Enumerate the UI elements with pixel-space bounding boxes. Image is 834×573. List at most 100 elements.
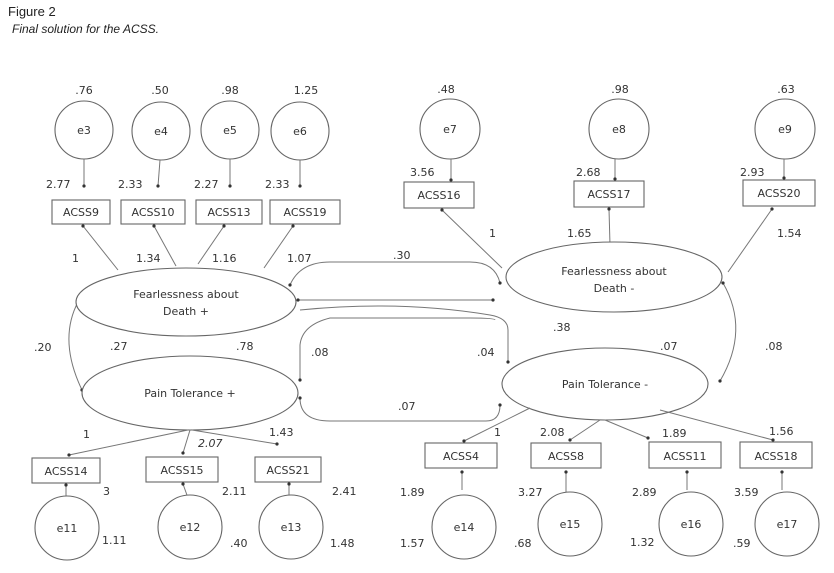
svg-text:Pain Tolerance -: Pain Tolerance - — [562, 378, 648, 391]
svg-text:e16: e16 — [681, 518, 702, 531]
loading-acss21: 1.43 — [269, 426, 294, 439]
indicator-acss13: ACSS13 — [195, 199, 263, 225]
svg-text:Death +: Death + — [163, 305, 209, 318]
indicator-acss19: ACSS19 — [269, 199, 341, 225]
svg-text:e7: e7 — [443, 123, 457, 136]
intercept-acss17: 2.68 — [576, 166, 601, 179]
intercept-acss9: 2.77 — [46, 178, 71, 191]
svg-text:e5: e5 — [223, 124, 237, 137]
cov-ptpos-fadneg: .08 — [311, 346, 329, 359]
intercept-acss10: 2.33 — [118, 178, 143, 191]
svg-text:ACSS16: ACSS16 — [418, 189, 461, 202]
intercept-acss21: 2.41 — [332, 485, 357, 498]
svg-text:e14: e14 — [454, 521, 475, 534]
indicator-acss15: ACSS15 — [145, 456, 219, 483]
variance-e6: 1.25 — [294, 84, 319, 97]
var-fadneg: .38 — [553, 321, 571, 334]
variance-e12: .40 — [230, 537, 248, 550]
error-e9: e9 — [754, 98, 816, 160]
indicator-acss17: ACSS17 — [573, 180, 645, 208]
svg-text:ACSS11: ACSS11 — [664, 450, 707, 463]
cov-fadpos-ptneg: .04 — [477, 346, 495, 359]
indicator-acss10: ACSS10 — [120, 199, 186, 225]
svg-text:ACSS10: ACSS10 — [132, 206, 175, 219]
indicator-acss21: ACSS21 — [254, 456, 322, 483]
loading-acss15: 2.07 — [198, 437, 223, 450]
svg-text:ACSS15: ACSS15 — [161, 464, 204, 477]
intercept-acss13: 2.27 — [194, 178, 219, 191]
error-e17: e17 — [754, 491, 820, 557]
latent-pain-tolerance-positive: Pain Tolerance + — [81, 355, 299, 431]
svg-text:ACSS9: ACSS9 — [63, 206, 99, 219]
cov-fadpos-ptpos: .20 — [34, 341, 52, 354]
svg-text:e12: e12 — [180, 521, 201, 534]
svg-text:Death -: Death - — [594, 282, 635, 295]
variance-e9: .63 — [777, 83, 795, 96]
loading-acss9: 1 — [72, 252, 79, 265]
indicator-acss4: ACSS4 — [424, 442, 498, 469]
intercept-acss14: 3 — [103, 485, 110, 498]
figure-caption: Final solution for the ACSS. — [12, 22, 159, 36]
cov-ptpos-ptneg: .07 — [398, 400, 416, 413]
variance-e3: .76 — [75, 84, 93, 97]
svg-text:ACSS17: ACSS17 — [588, 188, 631, 201]
loading-acss17: 1.65 — [567, 227, 592, 240]
svg-text:ACSS14: ACSS14 — [45, 465, 88, 478]
latent-fearlessness-death-negative: Fearlessness about Death - — [505, 241, 723, 313]
loading-acss13: 1.16 — [212, 252, 237, 265]
intercept-acss15: 2.11 — [222, 485, 247, 498]
variance-e15: .68 — [514, 537, 532, 550]
svg-text:Fearlessness about: Fearlessness about — [133, 288, 239, 301]
error-e6: e6 — [270, 101, 330, 161]
svg-text:e9: e9 — [778, 123, 792, 136]
variance-e4: .50 — [151, 84, 169, 97]
svg-text:e8: e8 — [612, 123, 626, 136]
indicator-acss8: ACSS8 — [530, 442, 602, 469]
svg-text:e6: e6 — [293, 125, 307, 138]
error-e5: e5 — [200, 100, 260, 160]
loading-acss19: 1.07 — [287, 252, 312, 265]
indicator-acss16: ACSS16 — [403, 181, 475, 209]
intercept-acss19: 2.33 — [265, 178, 290, 191]
intercept-acss20: 2.93 — [740, 166, 765, 179]
variance-e11: 1.11 — [102, 534, 127, 547]
svg-text:ACSS20: ACSS20 — [758, 187, 801, 200]
intercept-acss16: 3.56 — [410, 166, 435, 179]
latent-fearlessness-death-positive: Fearlessness about Death + — [75, 267, 297, 337]
variance-e8: .98 — [611, 83, 629, 96]
svg-text:ACSS4: ACSS4 — [443, 450, 479, 463]
svg-text:ACSS18: ACSS18 — [755, 450, 798, 463]
indicator-acss20: ACSS20 — [742, 179, 816, 207]
svg-text:ACSS21: ACSS21 — [267, 464, 310, 477]
loading-acss14: 1 — [83, 428, 90, 441]
error-e16: e16 — [658, 491, 724, 557]
svg-text:ACSS8: ACSS8 — [548, 450, 584, 463]
indicator-acss11: ACSS11 — [648, 441, 722, 469]
loading-acss16: 1 — [489, 227, 496, 240]
svg-text:ACSS19: ACSS19 — [284, 206, 327, 219]
var-ptpos: .78 — [236, 340, 254, 353]
indicator-acss9: ACSS9 — [51, 199, 111, 225]
intercept-acss4: 1.89 — [400, 486, 425, 499]
intercept-acss18: 3.59 — [734, 486, 759, 499]
svg-text:Pain Tolerance +: Pain Tolerance + — [144, 387, 236, 400]
error-e14: e14 — [431, 494, 497, 560]
loading-acss8: 2.08 — [540, 426, 565, 439]
indicator-acss18: ACSS18 — [739, 441, 813, 469]
var-ptneg: .07 — [660, 340, 678, 353]
error-e15: e15 — [537, 491, 603, 557]
loading-acss10: 1.34 — [136, 252, 161, 265]
error-e11: e11 — [34, 495, 100, 561]
loading-acss18: 1.56 — [769, 425, 794, 438]
variance-e17: .59 — [733, 537, 751, 550]
error-e8: e8 — [588, 98, 650, 160]
svg-text:e3: e3 — [77, 124, 91, 137]
variance-e16: 1.32 — [630, 536, 655, 549]
svg-text:Fearlessness about: Fearlessness about — [561, 265, 667, 278]
figure-label: Figure 2 — [8, 4, 56, 19]
error-e7: e7 — [419, 98, 481, 160]
variance-e7: .48 — [437, 83, 455, 96]
intercept-acss8: 3.27 — [518, 486, 543, 499]
latent-pain-tolerance-negative: Pain Tolerance - — [501, 347, 709, 421]
loading-acss20: 1.54 — [777, 227, 802, 240]
